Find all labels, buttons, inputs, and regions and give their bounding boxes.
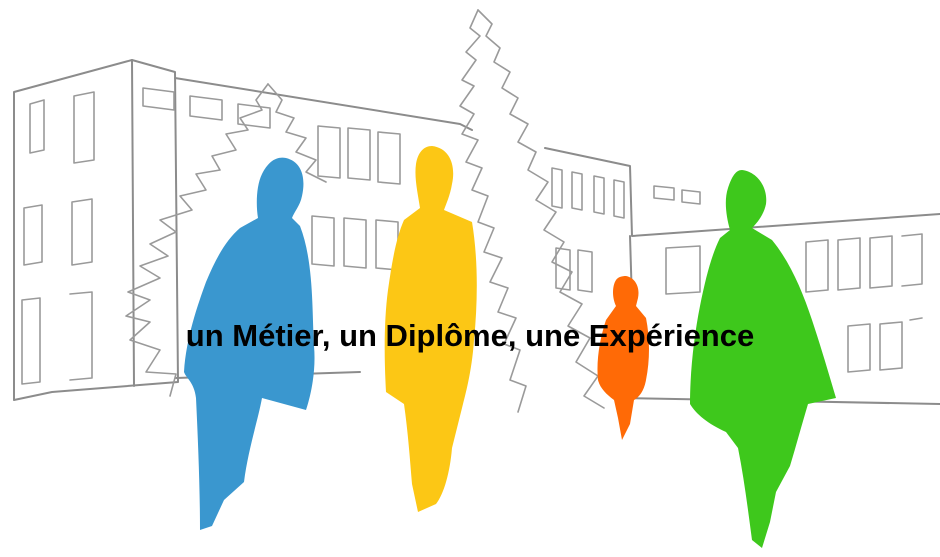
tree-sketch-icon [125, 9, 605, 413]
person-silhouette-icon [184, 157, 315, 530]
person-silhouette-icon [690, 170, 836, 548]
person-silhouette-icon [597, 276, 649, 440]
figure-orange [597, 276, 649, 440]
figure-green [690, 170, 836, 548]
person-silhouette-icon [384, 146, 477, 512]
figure-blue [184, 157, 315, 530]
figure-yellow [384, 146, 477, 512]
tagline: un Métier, un Diplôme, une Expérience [185, 318, 755, 353]
